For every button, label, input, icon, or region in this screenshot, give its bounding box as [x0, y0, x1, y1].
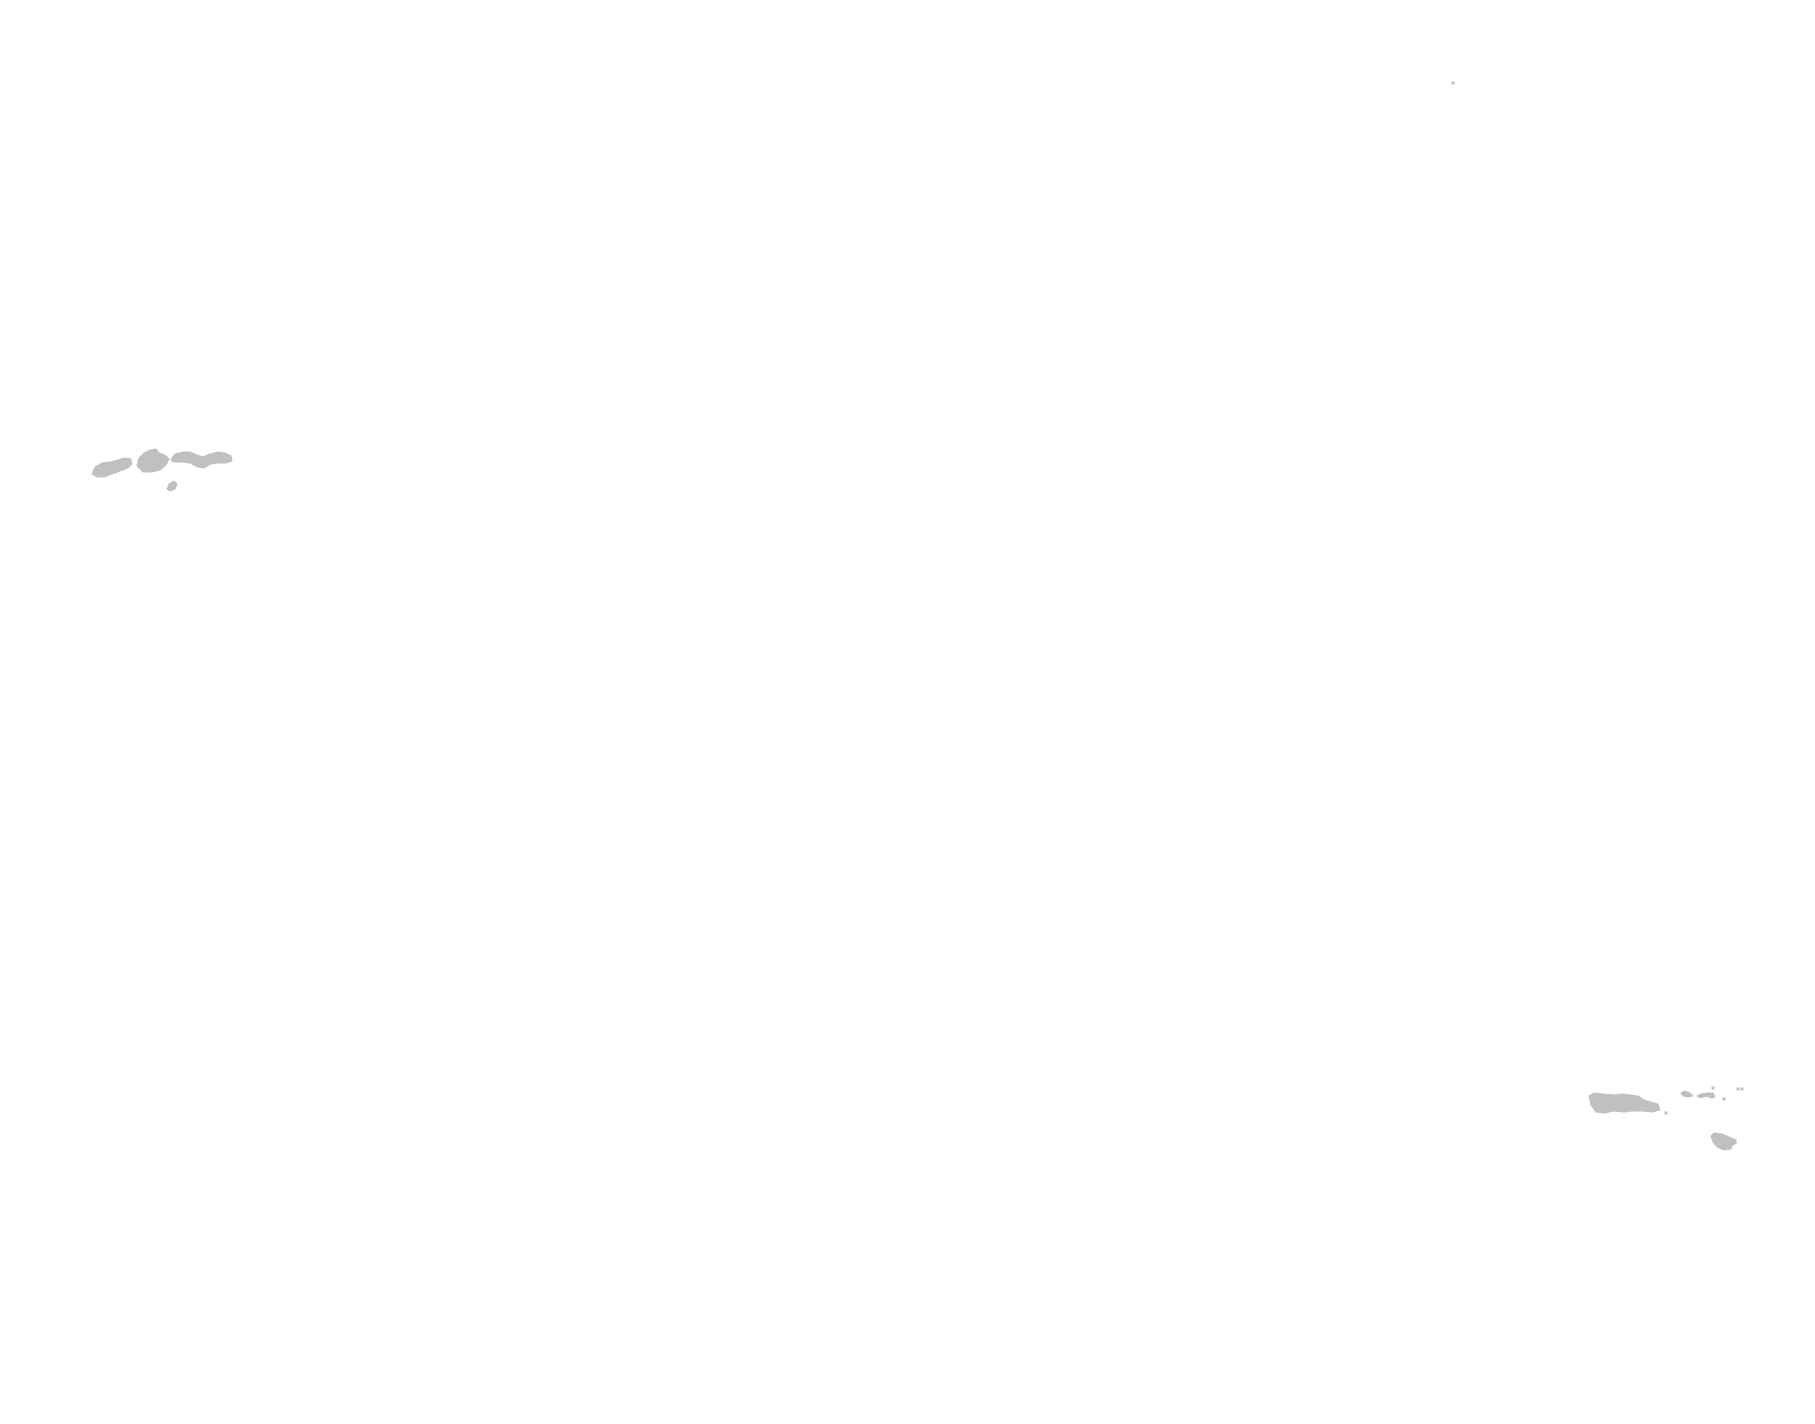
islet — [1740, 1087, 1744, 1091]
islet — [1664, 1111, 1668, 1115]
island-group-east — [1588, 1086, 1744, 1151]
island-group-west — [91, 448, 233, 492]
island — [170, 451, 233, 469]
island — [91, 457, 133, 478]
island — [166, 480, 178, 492]
islet — [1722, 1097, 1726, 1101]
island — [1710, 1132, 1737, 1151]
islet — [1695, 1092, 1716, 1099]
islet — [1736, 1087, 1740, 1091]
islet — [1451, 81, 1455, 85]
island — [1588, 1092, 1661, 1114]
islet — [1680, 1090, 1695, 1098]
islet — [1711, 1086, 1715, 1090]
island — [136, 448, 170, 473]
